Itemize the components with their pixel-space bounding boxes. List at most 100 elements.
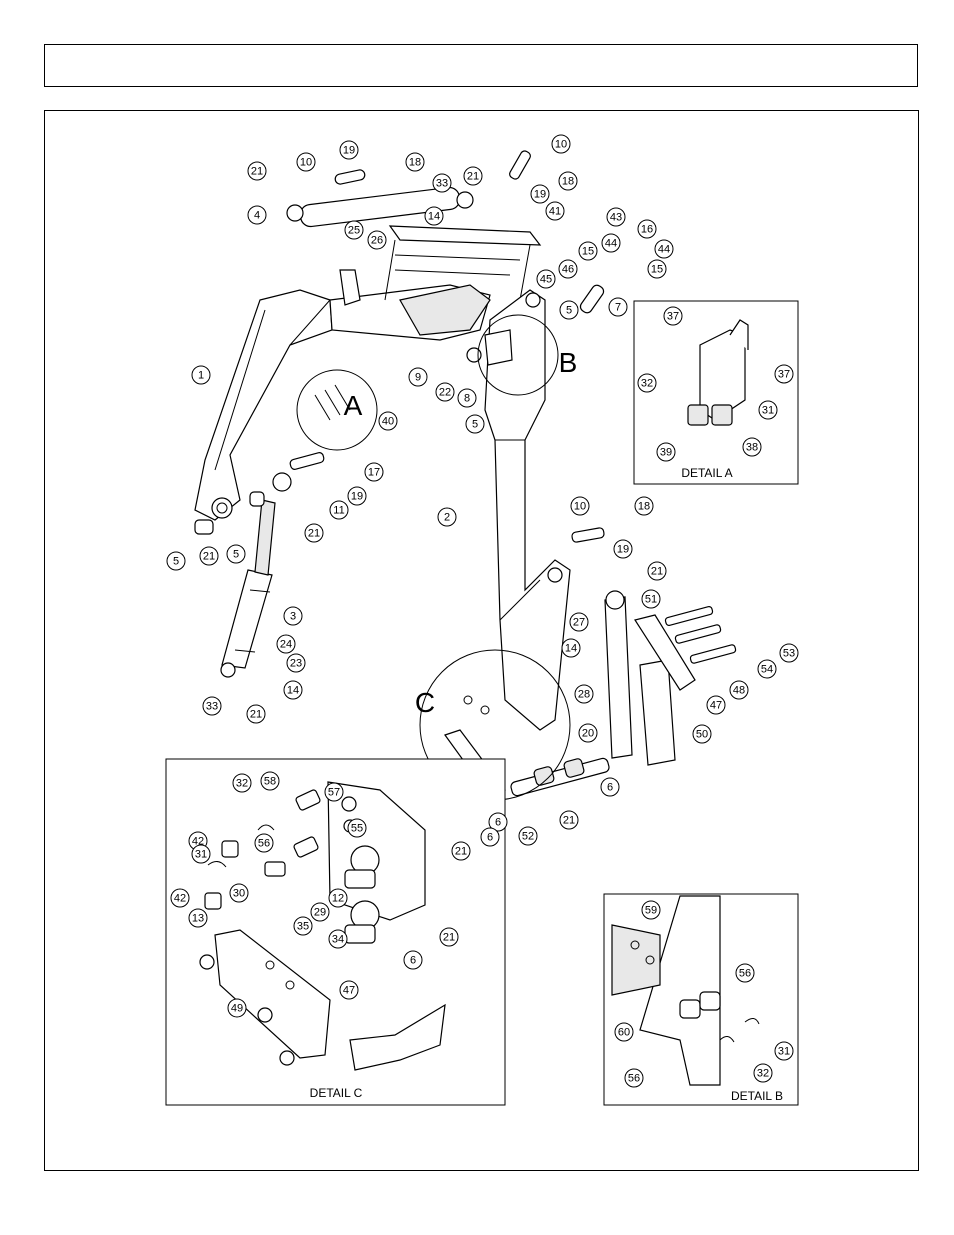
callout-circle bbox=[488, 812, 508, 832]
callout-circle bbox=[753, 1063, 773, 1083]
callout-circle bbox=[367, 230, 387, 250]
callout-c-57: 57 bbox=[324, 782, 344, 802]
callout-c-49: 49 bbox=[227, 998, 247, 1018]
callout-number: 59 bbox=[645, 905, 657, 917]
callout-c-31c: 31 bbox=[774, 1041, 794, 1061]
callout-number: 25 bbox=[348, 225, 360, 237]
callout-number: 21 bbox=[455, 846, 467, 858]
callout-number: 41 bbox=[549, 206, 561, 218]
callout-number: 42 bbox=[174, 893, 186, 905]
callout-circle bbox=[227, 998, 247, 1018]
callout-c-10b: 10 bbox=[551, 134, 571, 154]
title-box bbox=[44, 44, 918, 87]
callout-number: 18 bbox=[638, 501, 650, 513]
callout-c-46: 46 bbox=[558, 259, 578, 279]
callout-circle bbox=[608, 297, 628, 317]
callout-number: 42 bbox=[192, 836, 204, 848]
callout-number: 5 bbox=[566, 305, 572, 317]
callout-c-41: 41 bbox=[545, 201, 565, 221]
callout-c-21b: 21 bbox=[463, 166, 483, 186]
callout-circle bbox=[191, 365, 211, 385]
callout-circle bbox=[601, 233, 621, 253]
callout-c-14a: 14 bbox=[424, 206, 444, 226]
detail-b-label: DETAIL B bbox=[731, 1089, 783, 1103]
link-frame bbox=[384, 225, 542, 301]
callout-number: 12 bbox=[332, 893, 344, 905]
callout-circle bbox=[536, 269, 556, 289]
lower-cylinder bbox=[220, 472, 292, 678]
upper-arm bbox=[484, 289, 571, 731]
callout-number: 34 bbox=[332, 934, 344, 946]
callout-number: 45 bbox=[540, 274, 552, 286]
bushings bbox=[194, 347, 482, 535]
callout-number: 2 bbox=[444, 512, 450, 524]
callout-number: 5 bbox=[233, 549, 239, 561]
callout-number: 32 bbox=[757, 1068, 769, 1080]
detail-circle-a bbox=[296, 369, 378, 451]
callout-circle bbox=[260, 771, 280, 791]
callout-number: 21 bbox=[651, 566, 663, 578]
callout-circle bbox=[170, 888, 190, 908]
callout-circle bbox=[344, 220, 364, 240]
callout-c-19c: 19 bbox=[347, 486, 367, 506]
callout-number: 33 bbox=[206, 701, 218, 713]
callout-number: 29 bbox=[314, 907, 326, 919]
callout-circle bbox=[647, 259, 667, 279]
callout-number: 17 bbox=[368, 467, 380, 479]
callout-circle bbox=[706, 695, 726, 715]
callout-c-6c: 6 bbox=[480, 827, 500, 847]
callout-circle bbox=[574, 684, 594, 704]
callout-circle bbox=[439, 927, 459, 947]
callout-circle bbox=[364, 462, 384, 482]
callout-circle bbox=[558, 259, 578, 279]
callout-circle bbox=[463, 166, 483, 186]
callout-number: 1 bbox=[198, 370, 204, 382]
callout-circle bbox=[559, 810, 579, 830]
callout-number: 20 bbox=[582, 728, 594, 740]
callout-c-40: 40 bbox=[378, 411, 398, 431]
callout-number: 19 bbox=[351, 491, 363, 503]
callout-number: 48 bbox=[733, 685, 745, 697]
shaft-assembly bbox=[510, 757, 610, 797]
callout-c-33a: 33 bbox=[432, 173, 452, 193]
callout-c-44a: 44 bbox=[601, 233, 621, 253]
callout-number: 18 bbox=[562, 176, 574, 188]
callout-circle bbox=[742, 437, 762, 457]
callout-c-56c: 56 bbox=[624, 1068, 644, 1088]
callout-c-14b: 14 bbox=[561, 638, 581, 658]
callout-circle bbox=[324, 782, 344, 802]
callout-circle bbox=[545, 201, 565, 221]
callout-number: 9 bbox=[415, 372, 421, 384]
callout-circle bbox=[432, 173, 452, 193]
callout-number: 18 bbox=[409, 157, 421, 169]
callout-circle bbox=[656, 442, 676, 462]
callout-c-30: 30 bbox=[229, 883, 249, 903]
callout-circle bbox=[451, 841, 471, 861]
callout-circle bbox=[637, 373, 657, 393]
callout-number: 57 bbox=[328, 787, 340, 799]
link-rods bbox=[604, 590, 737, 766]
callout-number: 19 bbox=[534, 189, 546, 201]
callout-c-21g: 21 bbox=[559, 810, 579, 830]
callout-c-43: 43 bbox=[606, 207, 626, 227]
callout-c-55: 55 bbox=[347, 818, 367, 838]
callout-c-15b: 15 bbox=[647, 259, 667, 279]
callout-circle bbox=[757, 659, 777, 679]
callout-number: 14 bbox=[287, 685, 299, 697]
callout-c-53: 53 bbox=[779, 643, 799, 663]
main-boom-arm bbox=[194, 269, 491, 521]
callout-circle bbox=[199, 546, 219, 566]
callout-circle bbox=[226, 544, 246, 564]
callout-c-32a: 32 bbox=[637, 373, 657, 393]
callout-c-37b: 37 bbox=[774, 364, 794, 384]
callout-circle bbox=[774, 1041, 794, 1061]
callout-c-21h: 21 bbox=[451, 841, 471, 861]
callout-number: 50 bbox=[696, 729, 708, 741]
callout-circle bbox=[246, 704, 266, 724]
callout-circle bbox=[578, 241, 598, 261]
callout-circle bbox=[328, 888, 348, 908]
callout-number: 7 bbox=[615, 302, 621, 314]
callout-number: 24 bbox=[280, 639, 292, 651]
callout-c-17: 17 bbox=[364, 462, 384, 482]
